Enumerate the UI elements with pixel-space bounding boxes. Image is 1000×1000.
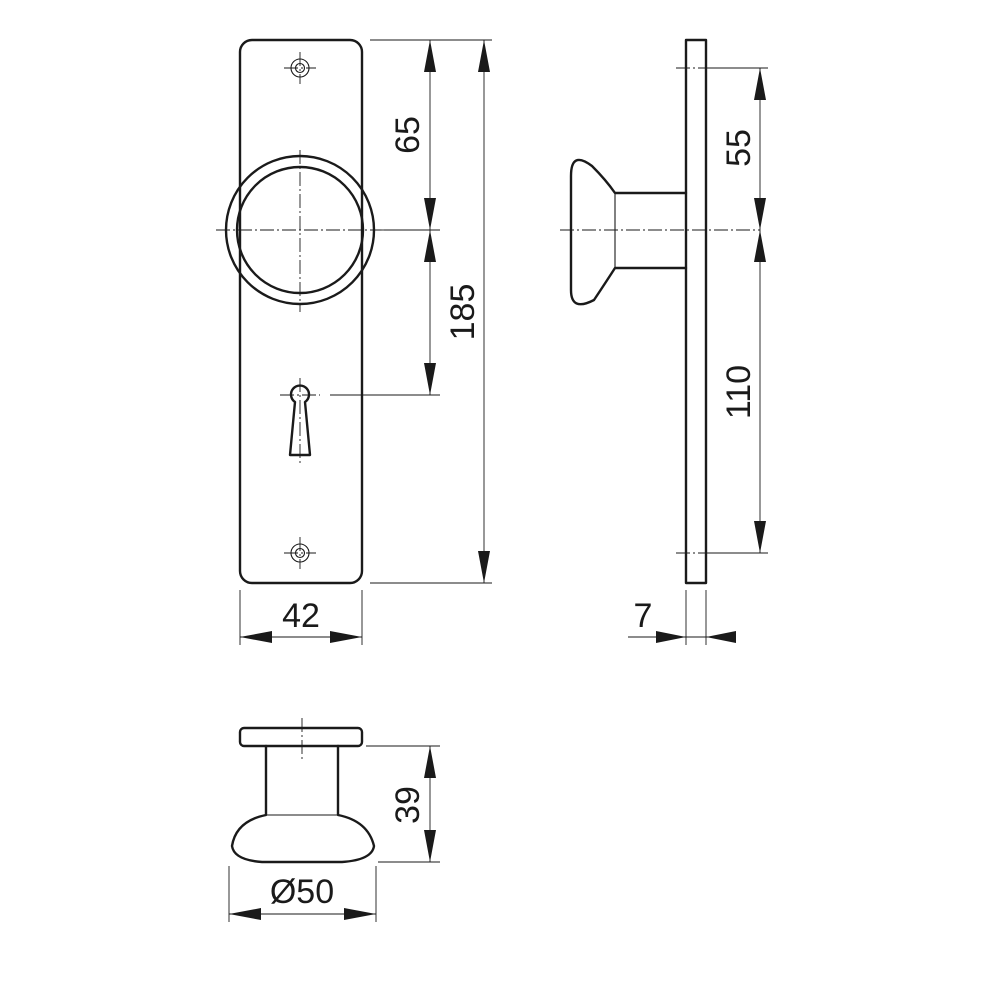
dimension-label-55: 55 <box>720 129 758 167</box>
dimension-55: 55 <box>720 68 766 230</box>
dimension-110: 110 <box>720 230 766 553</box>
dimension-label-7: 7 <box>634 597 653 635</box>
front-view: 65 185 42 <box>216 38 492 645</box>
dimension-rose-keyhole <box>424 230 436 395</box>
dimension-42: 42 <box>240 597 362 643</box>
screw-hole-top <box>284 52 316 84</box>
dimension-39: 39 <box>389 746 436 862</box>
backplate-side-outline <box>684 38 708 585</box>
knob-top-view: 39 Ø50 <box>228 718 440 922</box>
dimension-label-42: 42 <box>282 597 320 635</box>
dimension-label-185: 185 <box>444 284 482 341</box>
dimension-diameter-50: Ø50 <box>229 873 376 920</box>
dimension-label-110: 110 <box>720 365 758 419</box>
backplate-outline <box>238 38 364 585</box>
knob-side-profile <box>569 158 688 306</box>
screw-hole-bottom <box>284 537 316 569</box>
dimension-65: 65 <box>389 40 436 230</box>
dimension-7: 7 <box>628 597 736 643</box>
knob-rose-top <box>238 726 364 748</box>
dimension-label-diameter-50: Ø50 <box>270 873 334 911</box>
dimension-label-39: 39 <box>389 786 427 824</box>
dimension-label-65: 65 <box>389 116 427 154</box>
keyhole <box>280 378 320 465</box>
side-view: 55 110 7 <box>560 38 768 645</box>
dimension-185: 185 <box>444 40 490 583</box>
knob-rose <box>216 150 384 312</box>
knob-top-profile <box>230 744 376 864</box>
